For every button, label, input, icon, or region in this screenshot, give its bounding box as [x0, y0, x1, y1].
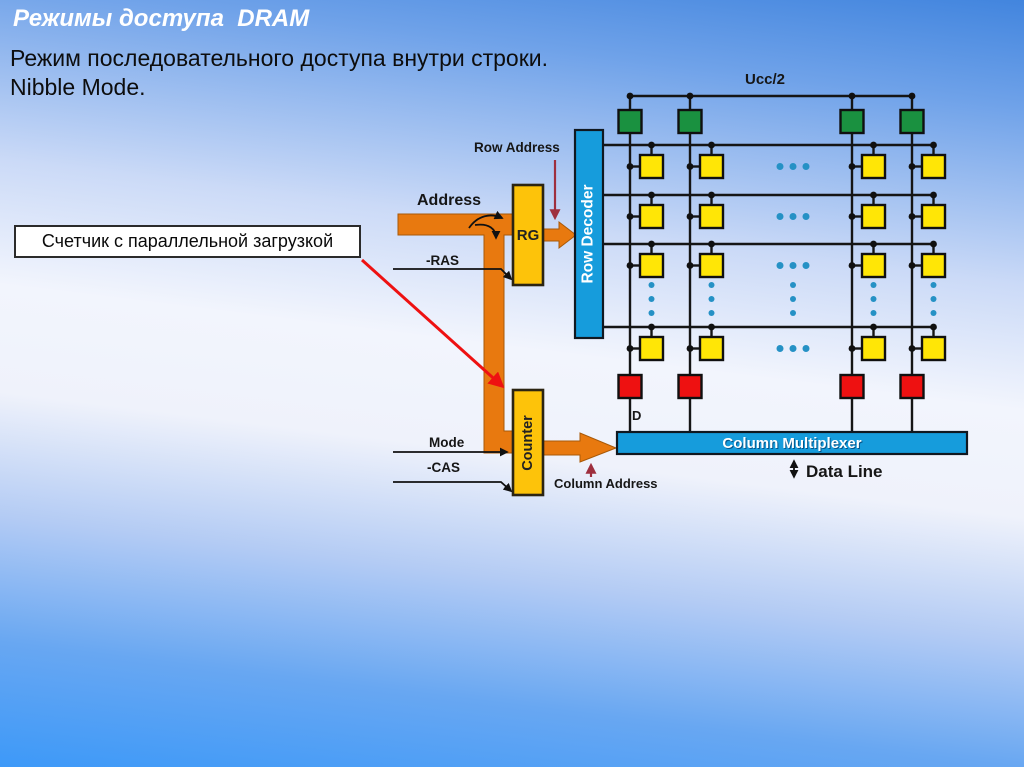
data-line-label: Data Line [806, 462, 883, 481]
rg-block-text: RG [516, 226, 540, 244]
memory-cell [698, 335, 725, 362]
counter-to-mux-arrow [542, 432, 618, 463]
memory-cell [920, 252, 947, 279]
sense-amplifiers [617, 373, 925, 400]
memory-cells [638, 153, 947, 362]
ras-label: -RAS [426, 253, 459, 268]
sense-amp-cell [677, 373, 703, 400]
row-decoder-label: Row Decoder [575, 130, 603, 338]
memory-cell [698, 203, 725, 230]
counter-block-label: Counter [513, 390, 543, 495]
ucc-label: Ucc/2 [745, 71, 786, 88]
subtitle-line-2: Nibble Mode. [10, 74, 146, 100]
rg-register-block [511, 183, 545, 287]
callout-arrow [360, 258, 505, 389]
callout-label: Счетчик с параллельной загрузкой [41, 231, 334, 251]
memory-cell [638, 203, 665, 230]
row-decoder-text: Row Decoder [580, 184, 597, 284]
mode-label: Mode [429, 435, 465, 450]
cell-stubs [630, 145, 935, 350]
precharge-cell [617, 108, 643, 135]
precharge-cell [899, 108, 925, 135]
precharge-transistors [617, 108, 925, 135]
memory-cell [860, 335, 887, 362]
column-multiplexer-text: Column Multiplexer [722, 434, 862, 452]
precharge-cell [839, 108, 865, 135]
cas-label: -CAS [427, 460, 460, 475]
memory-cell [860, 252, 887, 279]
sense-amp-cell [839, 373, 865, 400]
memory-cell [638, 252, 665, 279]
memory-cell [920, 153, 947, 180]
sense-amp-cell [899, 373, 925, 400]
subtitle-line-1: Режим последовательного доступа внутри с… [10, 45, 549, 71]
column-address-label: Column Address [554, 476, 658, 491]
address-split-arrow-right [468, 210, 504, 229]
counter-block-text: Counter [520, 414, 536, 471]
callout-box: Счетчик с параллельной загрузкой [14, 225, 361, 258]
ellipsis-dots-horizontal [776, 163, 810, 352]
address-split-arrow-down [474, 223, 501, 240]
column-multiplexer-block [615, 430, 969, 456]
row-decoder-block [573, 128, 605, 340]
memory-cell [920, 335, 947, 362]
rg-to-decoder-arrow [542, 220, 577, 250]
slide-title: Режимы доступа DRAM [13, 5, 310, 32]
memory-cell [860, 203, 887, 230]
cas-line [393, 481, 513, 493]
ras-line [393, 268, 513, 281]
address-bus [397, 213, 515, 454]
address-label: Address [417, 192, 482, 209]
column-multiplexer-label: Column Multiplexer [617, 432, 967, 454]
memory-cell [638, 153, 665, 180]
sense-amp-cell [617, 373, 643, 400]
counter-block [511, 388, 545, 497]
memory-cell [920, 203, 947, 230]
memory-cell [638, 335, 665, 362]
rg-block-label: RG [513, 185, 543, 285]
word-lines [603, 143, 936, 329]
precharge-cell [677, 108, 703, 135]
d-label: D [632, 408, 642, 423]
row-address-label: Row Address [474, 140, 560, 155]
memory-cell [860, 153, 887, 180]
ellipsis-dots-vertical [648, 282, 937, 316]
memory-cell [698, 153, 725, 180]
control-lines [393, 210, 799, 493]
memory-cell [698, 252, 725, 279]
junction-dots [626, 92, 937, 352]
